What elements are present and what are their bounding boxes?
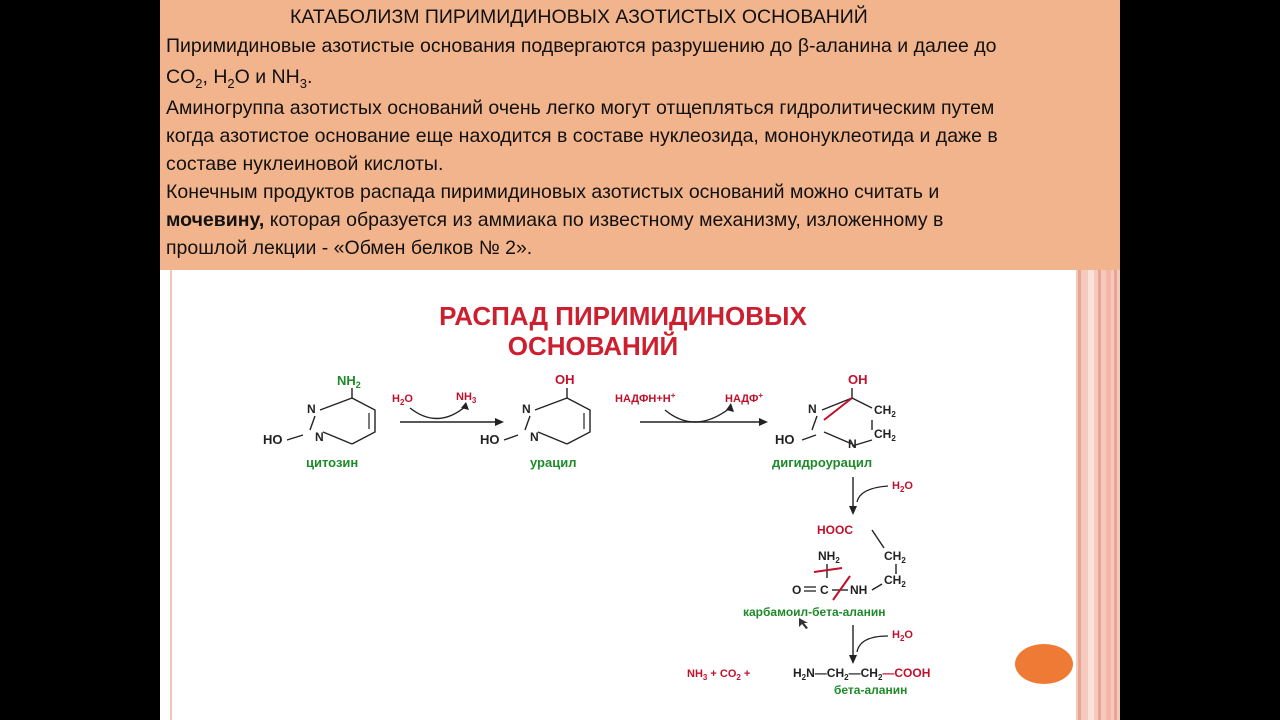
paragraph-2-line-2: когда азотистое основание еще находится … <box>166 125 998 147</box>
carbamoyl-ch2-b: CH2 <box>884 573 906 589</box>
h-text: , H <box>202 66 228 88</box>
text-box: КАТАБОЛИЗМ ПИРИМИДИНОВЫХ АЗОТИСТЫХ ОСНОВ… <box>160 0 1120 270</box>
dihydrouracil-ho: HO <box>775 432 795 447</box>
paragraph-2-line-3: составе нуклеиновой кислоты. <box>166 153 444 175</box>
paragraph-3-line-2-text: которая образуется из аммиака по известн… <box>264 209 944 231</box>
beta-alanine-label: бета-аланин <box>834 683 907 697</box>
step-1-nh3: NH3 <box>456 391 477 405</box>
carbamoyl-hooc: HOOC <box>817 523 853 537</box>
pyrimidine-degradation-diagram: РАСПАД ПИРИМИДИНОВЫХ ОСНОВАНИЙ NH2 N N H… <box>263 301 930 697</box>
co-text: CO <box>166 66 196 88</box>
step-2-arrow: НАДФН+Н+ НАДФ+ <box>615 391 768 426</box>
carbamoyl-o: O <box>792 583 801 597</box>
carbamoyl-label: карбамоил-бета-аланин <box>743 605 885 619</box>
uracil-ho: HO <box>480 432 500 447</box>
step-2-nadph: НАДФН+Н+ <box>615 391 676 405</box>
dihydrouracil-oh: OH <box>848 372 868 387</box>
dihydrouracil-ch2-b: CH2 <box>874 427 896 443</box>
paragraph-1-line-1: Пиримидиновые азотистые основания подвер… <box>166 35 997 57</box>
orange-circle-shape <box>1015 644 1073 684</box>
step-4-arrow: H2O <box>799 618 913 664</box>
left-frame-line <box>170 270 172 720</box>
uracil-oh: OH <box>555 372 575 387</box>
uracil-label: урацил <box>530 455 576 470</box>
cytosine-n-top: N <box>307 402 316 416</box>
carbamoyl-beta-alanine-structure: HOOC CH2 CH2 NH2 O C NH карбамоил-бета-а… <box>743 523 906 619</box>
carbamoyl-nh2: NH2 <box>818 549 840 565</box>
beta-alanine-formula: H2N—CH2—CH2—COOH <box>793 666 930 682</box>
cytosine-ho: HO <box>263 432 283 447</box>
decorative-stripes <box>1076 270 1120 720</box>
step-2-nadp: НАДФ+ <box>725 391 763 405</box>
paragraph-3-line-2: мочевину, которая образуется из аммиака … <box>166 209 943 232</box>
step-4-h2o: H2O <box>892 629 913 643</box>
dihydrouracil-label: дигидроурацил <box>772 455 872 470</box>
subscript: 2 <box>195 75 203 91</box>
dihydrouracil-structure: OH CH2 CH2 N N HO дигидроурацил <box>772 372 896 470</box>
products: NH3 + CO2 + H2N—CH2—CH2—COOH бета-аланин <box>687 666 930 697</box>
subscript: 3 <box>299 75 307 91</box>
products-nh3-co2: NH3 + CO2 + <box>687 668 750 682</box>
slide-title: КАТАБОЛИЗМ ПИРИМИДИНОВЫХ АЗОТИСТЫХ ОСНОВ… <box>290 6 868 28</box>
step-3-arrow: H2O <box>849 477 913 515</box>
paragraph-1-line-2: CO2, H2O и NH3. <box>166 66 312 91</box>
subscript: 2 <box>227 75 235 91</box>
carbamoyl-c: C <box>820 583 829 597</box>
step-1-arrow: H2O NH3 <box>392 391 504 426</box>
cytosine-structure: NH2 N N HO цитозин <box>263 373 376 470</box>
diagram-title-line-1: РАСПАД ПИРИМИДИНОВЫХ <box>439 301 807 331</box>
step-3-h2o: H2O <box>892 480 913 494</box>
cytosine-label: цитозин <box>306 455 358 470</box>
o-nh-text: O и NH <box>234 66 300 88</box>
step-1-h2o: H2O <box>392 393 413 407</box>
dihydrouracil-ch2-a: CH2 <box>874 403 896 419</box>
carbamoyl-nh: NH <box>850 583 867 597</box>
dihydrouracil-n-top: N <box>808 402 817 416</box>
paragraph-2-line-1: Аминогруппа азотистых оснований очень ле… <box>166 97 995 119</box>
bold-urea: мочевину, <box>166 209 265 231</box>
paragraph-3-line-1: Конечным продуктов распада пиримидиновых… <box>166 181 940 203</box>
diagram-title-line-2: ОСНОВАНИЙ <box>508 331 678 361</box>
cytosine-nh2: NH2 <box>337 373 361 390</box>
cytosine-n-bottom: N <box>315 430 324 444</box>
period: . <box>306 66 313 88</box>
uracil-n-bottom: N <box>530 430 539 444</box>
carbamoyl-ch2-a: CH2 <box>884 549 906 565</box>
uracil-structure: OH N N HO урацил <box>480 372 591 470</box>
uracil-n-top: N <box>522 402 531 416</box>
dihydrouracil-n-bottom: N <box>848 437 857 451</box>
slide: КАТАБОЛИЗМ ПИРИМИДИНОВЫХ АЗОТИСТЫХ ОСНОВ… <box>160 0 1120 720</box>
paragraph-3-line-3: прошлой лекции - «Обмен белков № 2». <box>166 237 533 259</box>
